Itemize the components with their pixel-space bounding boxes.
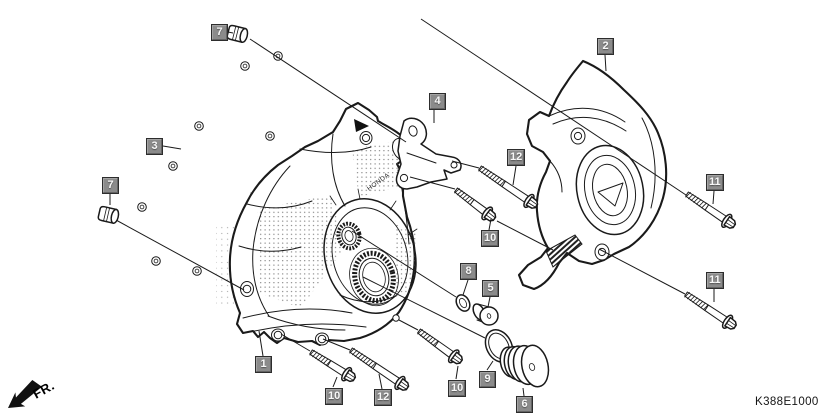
cap-part-6: [499, 344, 550, 388]
part-label-6[interactable]: 6: [516, 396, 533, 413]
part-label-7[interactable]: 7: [211, 24, 228, 41]
outer-cover-part-2: [517, 59, 668, 291]
plug-screw-part-5: [472, 303, 499, 326]
diagram-code: K388E1000: [755, 396, 819, 408]
washer-part-8: [455, 294, 471, 312]
part-label-8[interactable]: 8: [460, 263, 477, 280]
part-label-5[interactable]: 5: [482, 280, 499, 297]
part-label-3[interactable]: 3: [146, 138, 163, 155]
bolt-11: [684, 291, 737, 330]
part-label-10[interactable]: 10: [448, 380, 467, 397]
bolt-12: [349, 347, 410, 391]
part-label-9[interactable]: 9: [479, 371, 496, 388]
part-label-11[interactable]: 11: [706, 272, 724, 289]
bolt-10: [454, 187, 497, 222]
dowel-pin-part-7-left: [97, 205, 120, 224]
assembly-axis-lines: [115, 18, 687, 352]
front-direction-arrow: FR.: [8, 378, 57, 408]
part-label-1[interactable]: 1: [255, 356, 272, 373]
cover-bolt-ears: [240, 131, 400, 346]
dowel-pin-part-7-top: [226, 24, 249, 44]
flange-bolts: [309, 165, 737, 391]
bolt-12: [478, 165, 539, 209]
part-label-10[interactable]: 10: [325, 388, 344, 405]
part-label-4[interactable]: 4: [429, 93, 446, 110]
cover-ribs: [238, 133, 410, 333]
bracket-part-4: [395, 117, 462, 190]
front-direction-label: FR.: [30, 378, 57, 402]
part-label-10[interactable]: 10: [481, 230, 500, 247]
crankcase-cover-part-1: HONDA: [228, 101, 418, 347]
casting-triangle-mark: [354, 119, 369, 132]
part-label-12[interactable]: 12: [507, 149, 526, 166]
bolt-10: [417, 328, 463, 365]
part-label-7[interactable]: 7: [102, 177, 119, 194]
part-label-11[interactable]: 11: [706, 174, 724, 191]
label-leader-lines: [109, 31, 715, 397]
part-label-12[interactable]: 12: [374, 389, 393, 406]
part-label-2[interactable]: 2: [597, 38, 614, 55]
bolt-10: [309, 349, 357, 383]
bolt-11: [685, 191, 737, 229]
